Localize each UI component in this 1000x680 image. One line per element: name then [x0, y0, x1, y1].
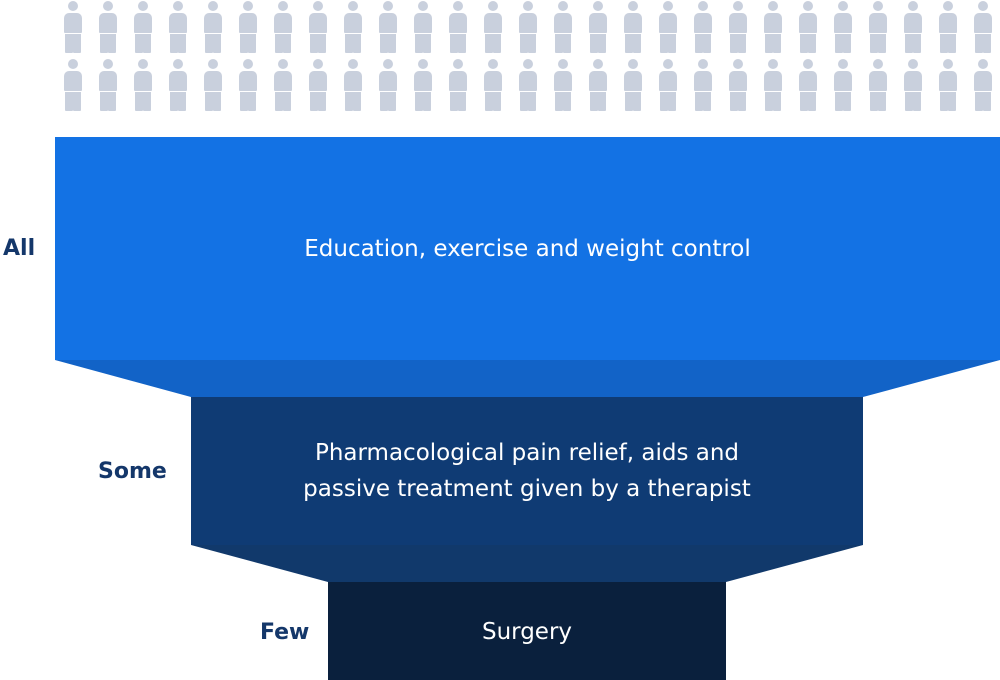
person-icon — [798, 0, 818, 54]
person-icon — [483, 0, 503, 54]
person-icon — [98, 0, 118, 54]
person-icon — [133, 58, 153, 112]
person-icon — [483, 58, 503, 112]
people-row — [63, 58, 998, 112]
person-icon — [833, 0, 853, 54]
tier-2-slope — [191, 545, 863, 582]
person-icon — [133, 0, 153, 54]
person-icon — [623, 0, 643, 54]
person-icon — [343, 58, 363, 112]
level-label-all: All — [3, 236, 36, 261]
person-icon — [273, 58, 293, 112]
person-icon — [413, 58, 433, 112]
person-icon — [728, 0, 748, 54]
person-icon — [203, 58, 223, 112]
tier-1-text-line: Education, exercise and weight control — [304, 236, 751, 262]
level-label-few: Few — [260, 620, 310, 645]
tier-3-text: Surgery — [328, 614, 726, 650]
person-icon — [938, 58, 958, 112]
person-icon — [238, 0, 258, 54]
person-icon — [868, 0, 888, 54]
person-icon — [448, 0, 468, 54]
person-icon — [658, 58, 678, 112]
person-icon — [308, 0, 328, 54]
people-row — [63, 0, 998, 54]
person-icon — [203, 0, 223, 54]
person-icon — [973, 0, 993, 54]
person-icon — [308, 58, 328, 112]
person-icon — [518, 0, 538, 54]
person-icon — [833, 58, 853, 112]
person-icon — [413, 0, 433, 54]
tier-1-text: Education, exercise and weight control — [55, 231, 1000, 267]
person-icon — [693, 0, 713, 54]
person-icon — [903, 0, 923, 54]
person-icon — [378, 58, 398, 112]
person-icon — [168, 58, 188, 112]
person-icon — [553, 58, 573, 112]
tier-3-text-line: Surgery — [481, 619, 573, 645]
person-icon — [798, 58, 818, 112]
person-icon — [588, 58, 608, 112]
tier-1-slope — [55, 360, 1000, 397]
person-icon — [168, 0, 188, 54]
level-label-some: Some — [98, 459, 167, 484]
person-icon — [693, 58, 713, 112]
person-icon — [658, 0, 678, 54]
tier-2-text-line: Pharmacological pain relief, aids and — [314, 440, 740, 466]
person-icon — [763, 0, 783, 54]
tier-2-text-line: passive treatment given by a therapist — [303, 476, 751, 502]
person-icon — [63, 0, 83, 54]
tier-1-block — [55, 137, 1000, 360]
person-icon — [98, 58, 118, 112]
person-icon — [763, 58, 783, 112]
person-icon — [938, 0, 958, 54]
person-icon — [903, 58, 923, 112]
tier-2-text: Pharmacological pain relief, aids and pa… — [191, 435, 863, 507]
person-icon — [238, 58, 258, 112]
person-icon — [518, 58, 538, 112]
person-icon — [63, 58, 83, 112]
person-icon — [448, 58, 468, 112]
person-icon — [553, 0, 573, 54]
person-icon — [728, 58, 748, 112]
tier-2-block — [191, 397, 863, 545]
person-icon — [343, 0, 363, 54]
tier-3-block — [328, 582, 726, 680]
person-icon — [378, 0, 398, 54]
person-icon — [868, 58, 888, 112]
person-icon — [588, 0, 608, 54]
person-icon — [973, 58, 993, 112]
person-icon — [273, 0, 293, 54]
person-icon — [623, 58, 643, 112]
